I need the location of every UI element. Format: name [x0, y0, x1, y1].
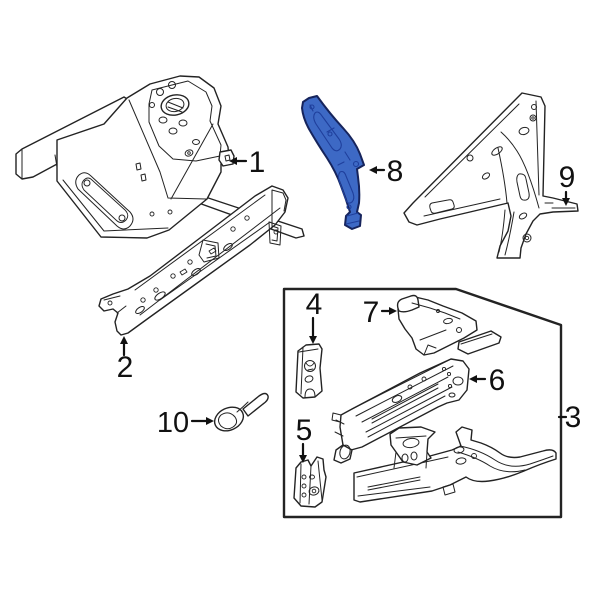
- callout-arrowhead-8: [369, 166, 377, 174]
- callout-arrowhead-4: [309, 336, 317, 344]
- callout-arrowhead-1: [229, 157, 237, 165]
- part-8-drawing[interactable]: [301, 95, 365, 230]
- callout-arrowhead-9: [562, 198, 570, 206]
- part-number-label-6[interactable]: 6: [489, 364, 506, 397]
- part-4-drawing[interactable]: [295, 343, 323, 399]
- callout-arrowhead-10: [206, 417, 214, 425]
- callout-4[interactable]: 4: [306, 288, 323, 344]
- callout-10[interactable]: 10: [157, 407, 214, 439]
- callout-8[interactable]: 8: [369, 155, 403, 188]
- part-7-drawing[interactable]: [396, 294, 502, 356]
- callout-7[interactable]: 7: [363, 296, 397, 329]
- callout-5[interactable]: 5: [296, 414, 313, 463]
- callout-3[interactable]: 3: [557, 401, 582, 434]
- part-9-drawing[interactable]: [403, 92, 579, 259]
- callouts: 1 2 3 4 5: [117, 146, 582, 463]
- callout-9[interactable]: 9: [559, 161, 576, 206]
- assembly-3-box-border: [282, 287, 563, 519]
- part-number-label-3[interactable]: 3: [565, 401, 582, 434]
- callout-arrowhead-2: [120, 336, 128, 344]
- callout-2[interactable]: 2: [117, 336, 134, 384]
- part-number-label-1[interactable]: 1: [249, 146, 266, 179]
- part-number-label-2[interactable]: 2: [117, 351, 134, 384]
- part-10-drawing[interactable]: [211, 392, 269, 436]
- part-6-drawing[interactable]: [331, 358, 470, 464]
- part-number-label-7[interactable]: 7: [363, 296, 380, 329]
- part-8-fill: [301, 95, 365, 230]
- callout-arrowhead-6: [469, 375, 477, 383]
- part-2-drawing[interactable]: [98, 185, 289, 336]
- line-art: 1 2 3 4 5: [15, 75, 582, 519]
- callout-arrowhead-7: [389, 307, 397, 315]
- part-number-label-4[interactable]: 4: [306, 288, 323, 321]
- callout-1[interactable]: 1: [229, 146, 265, 179]
- part-number-label-5[interactable]: 5: [296, 414, 313, 447]
- part-number-label-9[interactable]: 9: [559, 161, 576, 194]
- callout-6[interactable]: 6: [469, 364, 505, 397]
- part-number-label-8[interactable]: 8: [387, 155, 404, 188]
- part-8-detail-lines: [309, 104, 360, 225]
- part-number-label-10[interactable]: 10: [157, 407, 189, 439]
- assembly-3-group: [282, 287, 563, 519]
- callout-arrowhead-5: [299, 455, 307, 463]
- assembly-3-lower-rail-drawing[interactable]: [353, 426, 557, 503]
- part-5-drawing[interactable]: [293, 456, 327, 508]
